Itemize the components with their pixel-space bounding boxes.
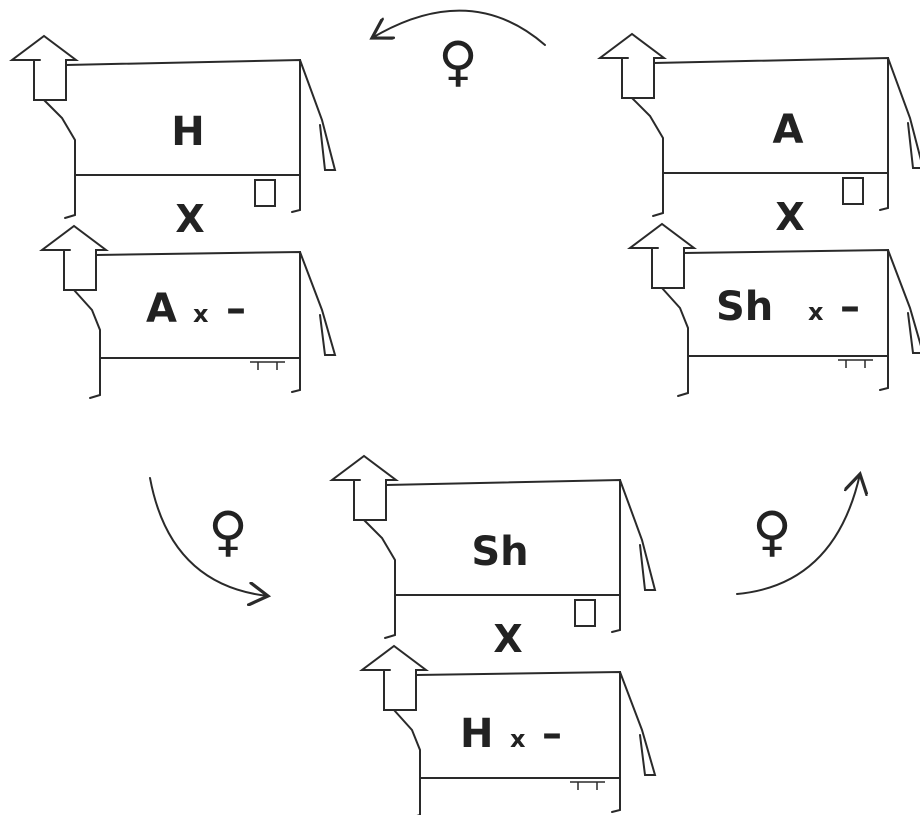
sire-cow-icon bbox=[629, 223, 920, 397]
sire-dash-label: – bbox=[542, 711, 562, 757]
curved-arrow-icon bbox=[736, 474, 860, 595]
dam-breed-label: Sh bbox=[471, 529, 528, 575]
sire-x-label: x bbox=[193, 300, 209, 328]
cross-symbol: X bbox=[175, 197, 204, 241]
cross-symbol: X bbox=[775, 195, 804, 239]
arrow-top: ♀ bbox=[372, 9, 546, 93]
female-symbol-icon: ♀ bbox=[208, 500, 248, 563]
sire-dash-label: – bbox=[840, 284, 860, 330]
sire-breed-label: H bbox=[460, 711, 493, 757]
sire-label: A x – bbox=[146, 286, 246, 332]
sire-label: Sh x – bbox=[716, 284, 860, 330]
female-symbol-icon: ♀ bbox=[752, 500, 792, 563]
dam-breed-label: A bbox=[773, 107, 804, 153]
sire-x-label: x bbox=[808, 298, 824, 326]
sire-dash-label: – bbox=[226, 286, 246, 332]
curved-arrow-icon bbox=[149, 477, 268, 596]
dam-cow-icon bbox=[599, 33, 920, 217]
sire-breed-label: Sh bbox=[716, 284, 773, 330]
sire-label: H x – bbox=[460, 711, 562, 757]
cross-top-right: A X Sh x – bbox=[599, 33, 920, 397]
sire-cow-icon bbox=[361, 645, 656, 815]
sire-x-label: x bbox=[510, 725, 526, 753]
cross-top-left: H X A x – bbox=[11, 35, 336, 399]
cross-symbol: X bbox=[493, 617, 522, 661]
arrow-left: ♀ bbox=[149, 477, 268, 596]
arrow-right: ♀ bbox=[736, 474, 860, 595]
female-symbol-icon: ♀ bbox=[438, 30, 478, 93]
cross-bottom-center: Sh X H x – bbox=[331, 455, 656, 815]
curved-arrow-icon bbox=[372, 9, 546, 46]
sire-breed-label: A bbox=[146, 286, 177, 332]
dam-breed-label: H bbox=[171, 109, 204, 155]
sire-cow-icon bbox=[41, 225, 336, 399]
